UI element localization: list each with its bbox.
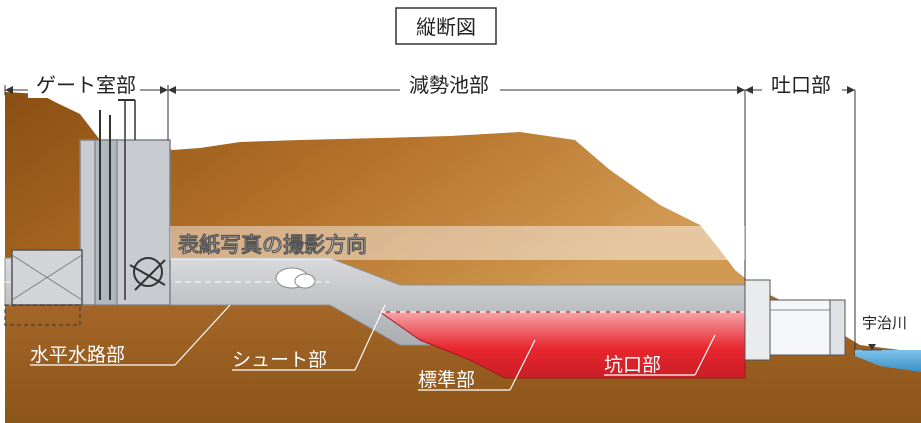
outlet-structure [744,279,771,361]
title-text: 縦断図 [416,15,476,39]
title-box [395,7,497,45]
photo-direction-label: 表紙写真の撮影方向 [178,233,367,257]
label-tunnel-portal: 坑口部 [604,354,661,376]
photo-direction-band [170,226,745,260]
river-water [855,350,921,372]
label-horizontal-channel: 水平水路部 [30,344,125,366]
ground-upper [5,92,745,300]
section-outlet: 吐口部 [771,73,831,97]
label-river: 宇治川 [862,314,907,332]
section-gate-room: ゲート室部 [36,73,136,97]
label-standard: 標準部 [418,369,475,391]
section-stilling-basin: 減勢池部 [409,73,489,97]
label-chute: シュート部 [232,349,327,371]
